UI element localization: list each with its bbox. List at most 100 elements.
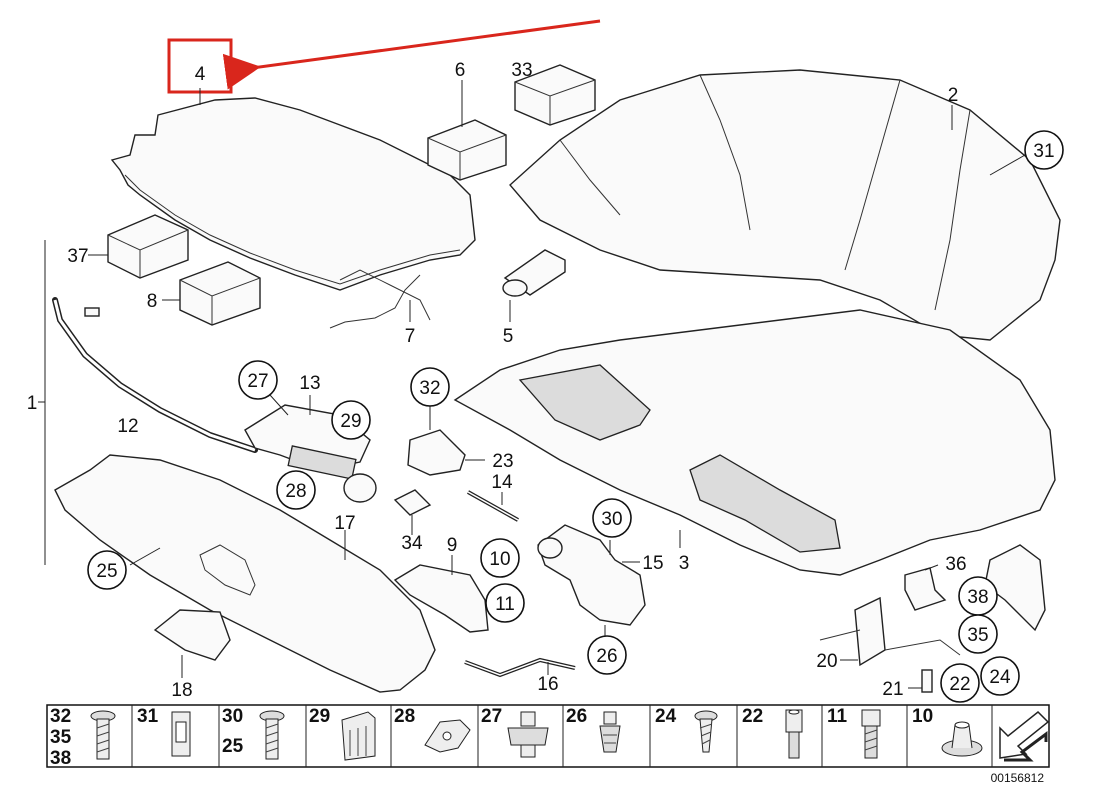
callout-36: 36 bbox=[945, 554, 966, 575]
circled-callout-32: 32 bbox=[410, 367, 450, 407]
highlight-arrow bbox=[222, 19, 601, 90]
strip-label-38: 38 bbox=[50, 748, 71, 769]
screw-icon bbox=[90, 710, 116, 760]
svg-text:25: 25 bbox=[96, 561, 117, 582]
svg-text:31: 31 bbox=[1033, 141, 1054, 162]
part-21-clip bbox=[921, 669, 933, 693]
callout-14: 14 bbox=[491, 472, 513, 493]
circled-callout-25: 25 bbox=[87, 550, 127, 590]
grommet-icon bbox=[941, 721, 983, 757]
part-33-box bbox=[514, 64, 596, 126]
svg-text:24: 24 bbox=[989, 667, 1011, 688]
callout-13: 13 bbox=[299, 373, 320, 394]
part-8-box bbox=[179, 261, 261, 326]
svg-text:38: 38 bbox=[967, 587, 988, 608]
clip-icon bbox=[424, 719, 471, 753]
circled-callout-24: 24 bbox=[980, 656, 1020, 696]
part-5 bbox=[502, 249, 566, 297]
svg-text:11: 11 bbox=[495, 594, 515, 615]
part-36-clip bbox=[904, 567, 947, 611]
circled-callout-26: 26 bbox=[587, 635, 627, 675]
strip-label-35: 35 bbox=[50, 727, 72, 748]
part-3-frame bbox=[453, 309, 1056, 576]
callout-3: 3 bbox=[679, 553, 690, 574]
svg-text:32: 32 bbox=[419, 378, 440, 399]
callout-23: 23 bbox=[492, 451, 513, 472]
fastener-strip: 32 35 38 31 30 25 29 28 bbox=[46, 704, 1050, 769]
navigation-arrow-icon bbox=[999, 710, 1050, 762]
callout-34: 34 bbox=[401, 533, 423, 554]
circled-callout-31: 31 bbox=[1024, 130, 1064, 170]
strip-label-26: 26 bbox=[566, 706, 587, 727]
svg-text:29: 29 bbox=[340, 411, 361, 432]
strip-label-32: 32 bbox=[50, 706, 71, 727]
part-9-latch bbox=[393, 564, 489, 633]
svg-text:30: 30 bbox=[601, 509, 622, 530]
callout-7: 7 bbox=[405, 326, 416, 347]
rivet-icon bbox=[599, 711, 621, 753]
strip-label-11: 11 bbox=[827, 706, 848, 727]
svg-text:26: 26 bbox=[596, 646, 617, 667]
circled-callout-29: 29 bbox=[331, 400, 371, 440]
callout-12: 12 bbox=[117, 416, 138, 437]
part-37-box bbox=[107, 214, 189, 279]
circled-callout-28: 28 bbox=[276, 470, 316, 510]
strip-label-25: 25 bbox=[222, 736, 244, 757]
part-14-pin bbox=[467, 490, 519, 522]
svg-text:22: 22 bbox=[949, 674, 970, 695]
part-7-cable bbox=[329, 274, 421, 329]
callout-17: 17 bbox=[334, 513, 355, 534]
bolt-icon bbox=[861, 709, 881, 759]
callout-16: 16 bbox=[537, 674, 558, 695]
nut-icon bbox=[507, 711, 549, 758]
part-20-bracket bbox=[819, 596, 961, 667]
callout-5: 5 bbox=[503, 326, 514, 347]
strip-label-29: 29 bbox=[309, 706, 330, 727]
part-6-box bbox=[427, 119, 507, 181]
part-4-headliner bbox=[110, 97, 476, 291]
callout-15: 15 bbox=[642, 553, 663, 574]
circled-callout-11: 11 bbox=[485, 583, 525, 623]
part-12-cable bbox=[52, 297, 258, 453]
strip-label-28: 28 bbox=[394, 706, 415, 727]
svg-text:28: 28 bbox=[285, 481, 306, 502]
callout-18: 18 bbox=[171, 680, 192, 701]
callout-20: 20 bbox=[816, 651, 837, 672]
strip-label-27: 27 bbox=[481, 706, 502, 727]
circled-callout-10: 10 bbox=[480, 538, 520, 578]
screw-icon bbox=[694, 710, 718, 753]
reference-code: 00156812 bbox=[991, 771, 1045, 785]
svg-text:27: 27 bbox=[247, 371, 268, 392]
callout-4: 4 bbox=[195, 64, 206, 85]
circled-callout-30: 30 bbox=[592, 498, 632, 538]
callout-37: 37 bbox=[67, 246, 88, 267]
clip-icon bbox=[171, 711, 191, 757]
strip-label-31: 31 bbox=[137, 706, 159, 727]
screw-icon bbox=[259, 710, 285, 760]
part-23-bracket bbox=[339, 269, 466, 516]
part-17-rear-panel bbox=[54, 454, 436, 693]
strip-label-30: 30 bbox=[222, 706, 243, 727]
bolt-icon bbox=[785, 709, 803, 759]
strip-label-24: 24 bbox=[655, 706, 677, 727]
strip-label-22: 22 bbox=[742, 706, 763, 727]
svg-text:10: 10 bbox=[489, 549, 510, 570]
part-15-motor bbox=[537, 524, 646, 626]
part-2-soft-top bbox=[509, 69, 1061, 341]
svg-text:35: 35 bbox=[967, 625, 988, 646]
clip-icon bbox=[341, 711, 376, 761]
callout-1: 1 bbox=[27, 393, 38, 414]
circled-callout-27: 27 bbox=[238, 360, 278, 400]
part-18-cover bbox=[153, 609, 231, 661]
strip-label-10: 10 bbox=[912, 706, 933, 727]
circled-callout-22: 22 bbox=[940, 663, 980, 703]
circled-callout-38: 38 bbox=[958, 576, 998, 616]
callout-21: 21 bbox=[882, 679, 903, 700]
callout-6: 6 bbox=[455, 60, 466, 81]
callout-9: 9 bbox=[447, 535, 458, 556]
callout-2: 2 bbox=[948, 85, 959, 106]
callout-8: 8 bbox=[147, 291, 158, 312]
circled-callout-35: 35 bbox=[958, 614, 998, 654]
callout-33: 33 bbox=[511, 60, 532, 81]
